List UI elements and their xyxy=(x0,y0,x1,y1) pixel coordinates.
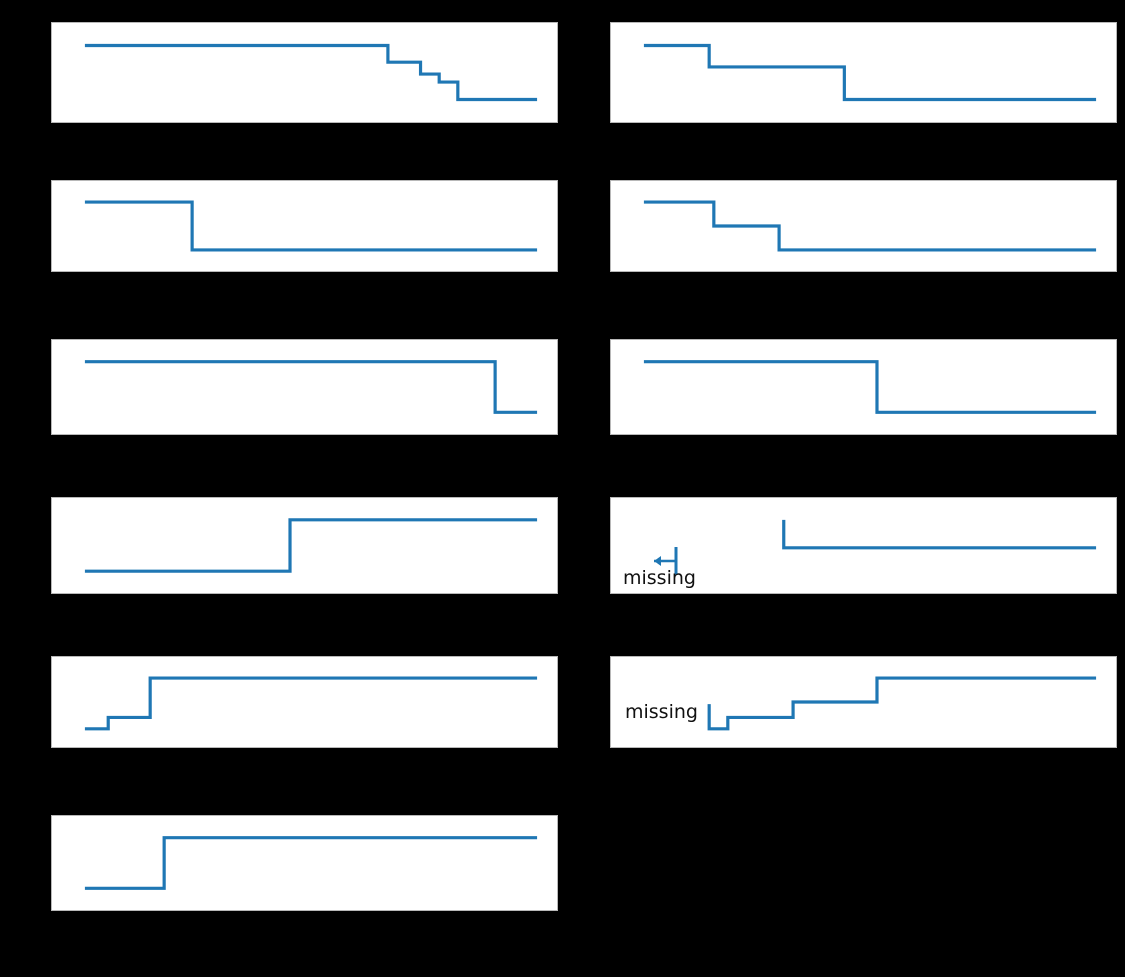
panel-2-step-line xyxy=(643,43,1097,102)
panel-6-plot xyxy=(643,360,1097,414)
missing-arrow-icon xyxy=(654,547,678,575)
panel-5-plot xyxy=(84,360,538,414)
panel-8-step-line xyxy=(782,519,1097,550)
missing-label: missing xyxy=(623,567,696,589)
panel-3-plot xyxy=(84,200,538,252)
panel-5-step-line xyxy=(84,360,538,414)
panel-9 xyxy=(51,656,558,748)
panel-11 xyxy=(51,815,558,911)
panel-4 xyxy=(610,180,1117,272)
panel-10 xyxy=(610,656,1117,748)
panel-10-plot xyxy=(707,676,1097,731)
panel-9-step-line xyxy=(84,676,538,731)
panel-4-step-line xyxy=(643,200,1097,252)
panel-10-step-line xyxy=(707,676,1097,731)
panel-11-step-line xyxy=(84,836,538,890)
panel-1-plot xyxy=(84,43,538,102)
panel-1 xyxy=(51,22,558,123)
panel-7-plot xyxy=(84,518,538,573)
panel-2 xyxy=(610,22,1117,123)
panel-3-step-line xyxy=(84,200,538,252)
panel-6 xyxy=(610,339,1117,435)
panel-8-plot xyxy=(782,519,1097,550)
panel-7-step-line xyxy=(84,518,538,573)
panel-6-step-line xyxy=(643,360,1097,414)
panel-9-plot xyxy=(84,676,538,731)
panel-1-step-line xyxy=(84,43,538,102)
panel-2-plot xyxy=(643,43,1097,102)
panel-11-plot xyxy=(84,836,538,890)
panel-8 xyxy=(610,497,1117,594)
panel-5 xyxy=(51,339,558,435)
panel-4-plot xyxy=(643,200,1097,252)
panel-3 xyxy=(51,180,558,272)
missing-label: missing xyxy=(625,701,698,723)
panel-7 xyxy=(51,497,558,594)
